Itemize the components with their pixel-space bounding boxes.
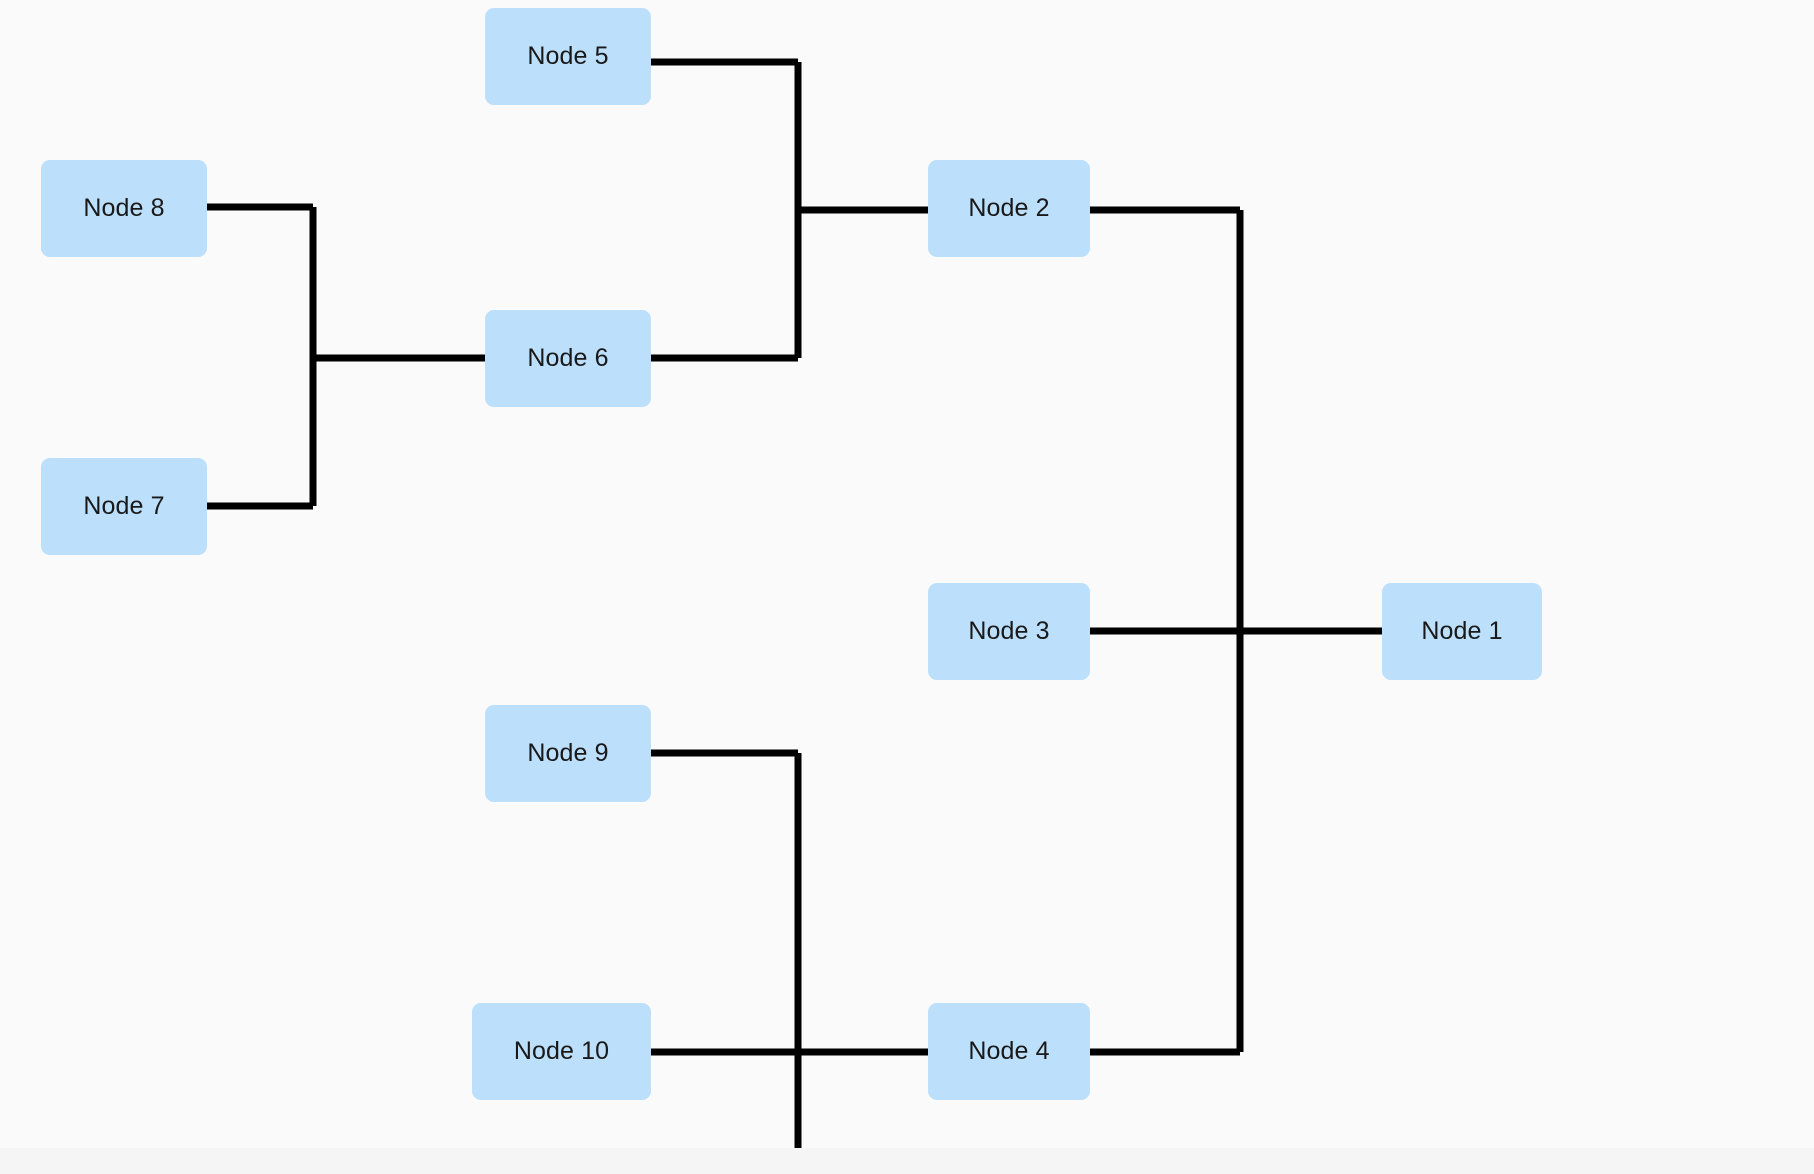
diagram-node-node-8[interactable]: Node 8 <box>41 160 207 257</box>
node-label: Node 10 <box>513 1037 610 1065</box>
diagram-node-node-5[interactable]: Node 5 <box>485 8 651 105</box>
node-label: Node 5 <box>527 42 609 70</box>
diagram-node-node-10[interactable]: Node 10 <box>472 1003 651 1100</box>
edge-bus-mid-upper <box>794 62 928 358</box>
edge-bus-mid-lower <box>794 753 928 1174</box>
node-label: Node 7 <box>83 492 165 520</box>
diagram-node-node-4[interactable]: Node 4 <box>928 1003 1090 1100</box>
diagram-node-node-6[interactable]: Node 6 <box>485 310 651 407</box>
diagram-node-node-1[interactable]: Node 1 <box>1382 583 1542 680</box>
node-label: Node 3 <box>968 617 1050 645</box>
diagram-node-node-3[interactable]: Node 3 <box>928 583 1090 680</box>
node-label: Node 6 <box>527 344 609 372</box>
edge-bus-left-upper <box>309 207 485 506</box>
node-label: Node 2 <box>968 194 1050 222</box>
node-label: Node 8 <box>83 194 165 222</box>
node-label: Node 4 <box>968 1037 1050 1065</box>
diagram-node-node-7[interactable]: Node 7 <box>41 458 207 555</box>
node-label: Node 1 <box>1421 617 1503 645</box>
node-label: Node 9 <box>527 739 609 767</box>
diagram-node-node-9[interactable]: Node 9 <box>485 705 651 802</box>
diagram-node-node-2[interactable]: Node 2 <box>928 160 1090 257</box>
